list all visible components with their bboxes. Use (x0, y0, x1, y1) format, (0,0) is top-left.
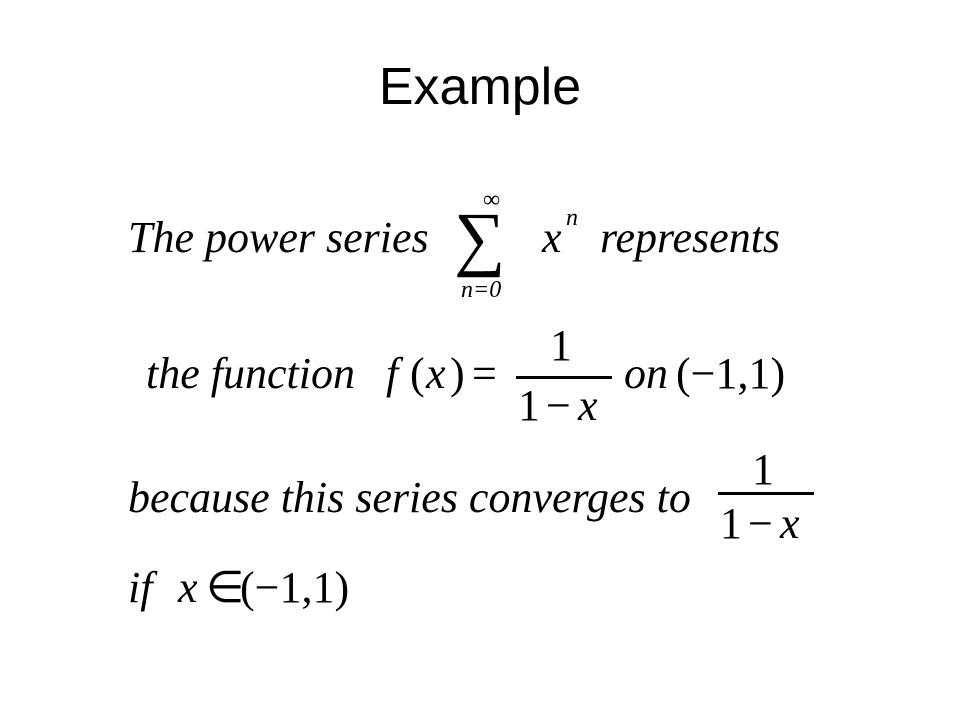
paren-close: ) (450, 349, 465, 398)
statement-line-1: The power series ∞ ∑ n=0 x n represents (128, 180, 928, 302)
paren-open: ( (410, 349, 425, 398)
text-the-function: the function (146, 349, 355, 398)
argument-x: x (426, 349, 446, 398)
statement-line-3: because this series converges to 1 1 − x (128, 446, 928, 556)
sum-lower-limit: n=0 (461, 277, 502, 303)
slide-title: Example (378, 58, 582, 116)
statement-line-2: the function f ( x ) = 1 1 − x on (−1,1) (128, 322, 928, 432)
summation-symbol: ∑ (454, 198, 506, 278)
variable-x: x (178, 563, 198, 612)
text-represents: represents (600, 213, 781, 262)
fraction-denominator-minus: − (748, 499, 773, 548)
function-name-f: f (386, 349, 399, 398)
power-base-x: x (542, 213, 562, 262)
interval-open-minus-one-one: (−1,1) (240, 563, 350, 612)
interval-open-minus-one-one: (−1,1) (676, 349, 786, 398)
fraction-denominator-minus: − (546, 381, 571, 430)
statement-line-4: if x ∈ (−1,1) (128, 566, 928, 676)
fraction-bar (718, 492, 814, 495)
text-the-power-series: The power series (128, 213, 429, 262)
fraction-numerator: 1 (550, 321, 572, 370)
element-of-symbol: ∈ (206, 563, 245, 612)
fraction-bar (516, 376, 612, 379)
sum-upper-limit: ∞ (483, 187, 501, 213)
fraction-denominator-x: x (578, 381, 598, 430)
text-if: if (128, 563, 153, 612)
fraction-denominator-one: 1 (720, 499, 742, 548)
equals-sign: = (472, 349, 497, 398)
text-because-converges-to: because this series converges to (128, 473, 691, 522)
fraction-numerator: 1 (752, 445, 774, 494)
power-exponent-n: n (566, 205, 578, 231)
text-on: on (624, 349, 668, 398)
fraction-denominator-one: 1 (518, 381, 540, 430)
fraction-denominator-x: x (780, 499, 800, 548)
